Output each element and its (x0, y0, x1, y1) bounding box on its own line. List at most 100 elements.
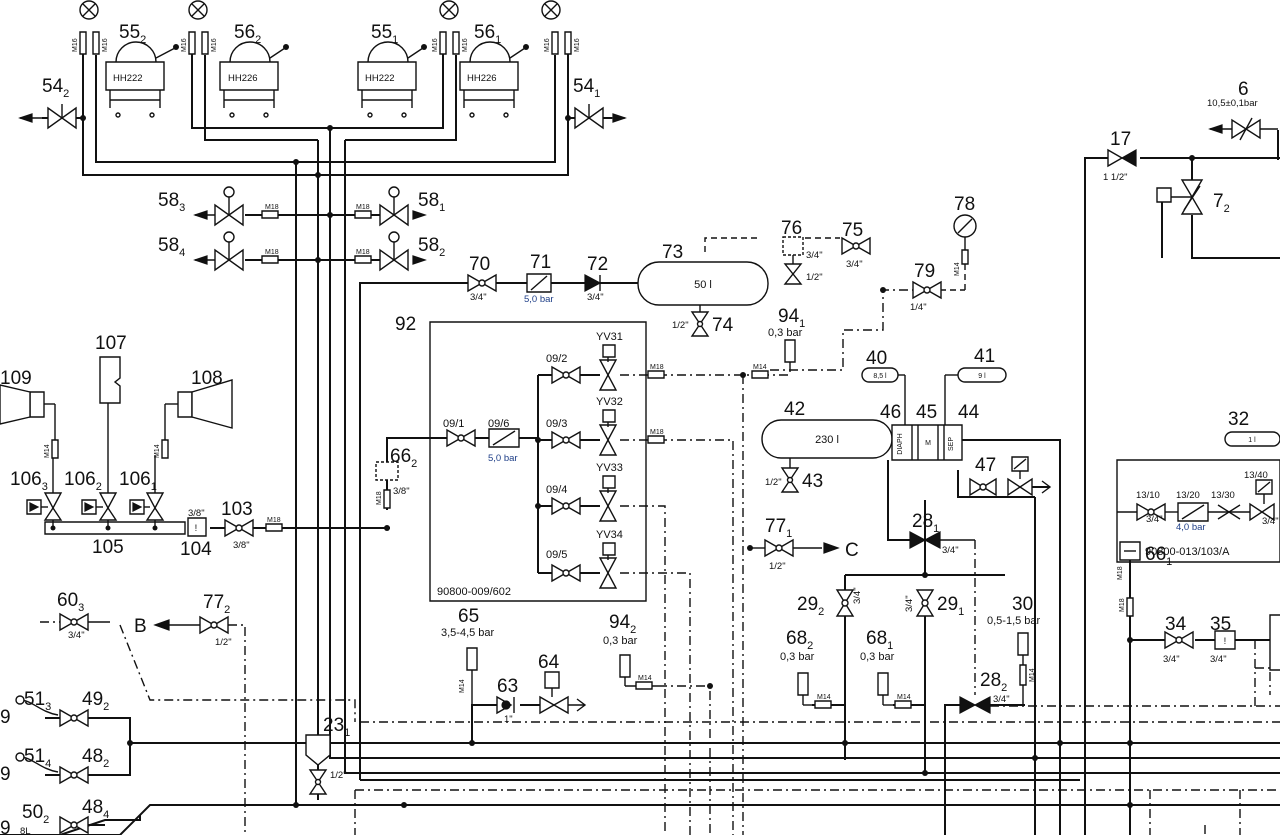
size-note: 3/4" (68, 630, 85, 641)
ball-valve-icon: ! (1165, 631, 1235, 649)
manual-valve-icon (380, 187, 425, 225)
svg-text:661: 661 (1145, 544, 1172, 568)
tag-56-1: 56 (474, 22, 495, 43)
svg-text:502: 502 (22, 802, 49, 826)
fitting-note: M18 (376, 491, 383, 505)
label-9a: 9 (0, 707, 11, 728)
dryer-unit-icon: DIAPH M SEP (892, 425, 962, 460)
label-79: 79 (914, 261, 935, 282)
label-46: 46 (880, 402, 901, 423)
svg-text:1061: 1061 (119, 469, 157, 493)
heater-unit-55-1 (358, 42, 427, 117)
label-8l: 8L (20, 826, 31, 835)
tag-58-1: 58 (418, 190, 439, 211)
tag-60-3: 60 (57, 590, 78, 611)
size-note: 3/4" (846, 259, 863, 270)
label-9c: 9 (0, 818, 11, 835)
solenoid-valve-icon (600, 345, 616, 588)
pressure-setting: 5,0 bar (488, 453, 518, 464)
size-note: 1" (504, 714, 513, 725)
non-return-valve-icon (960, 697, 990, 713)
heater-model: HH222 (113, 73, 143, 84)
label-44: 44 (958, 402, 980, 423)
tag-58-2: 58 (418, 235, 439, 256)
size-note: 3/4" (470, 292, 487, 303)
pressure-setting: 10,5±0,1bar (1207, 98, 1258, 109)
pressure-setting: 3,5-4,5 bar (441, 627, 495, 639)
svg-text:1063: 1063 (10, 469, 48, 493)
tag-48-4: 48 (82, 797, 103, 818)
svg-text:492: 492 (82, 689, 109, 713)
fitting-note: M14 (817, 694, 831, 701)
svg-text:942: 942 (609, 612, 636, 636)
svg-text:771: 771 (765, 516, 792, 540)
tank-73-volume: 50 l (694, 279, 712, 291)
size-note: 1/2" (806, 272, 823, 283)
label-17: 17 (1110, 129, 1131, 150)
vessels: DIAPH M SEP (430, 262, 1280, 601)
fitting-note: M14 (1029, 668, 1036, 682)
label-9b: 9 (0, 764, 11, 785)
fitting-note: M16 (181, 38, 188, 52)
tag-29-2: 29 (797, 594, 818, 615)
fitting-note: M18 (265, 249, 279, 256)
fitting-note: M14 (459, 679, 466, 693)
tank-42-volume: 230 l (815, 434, 839, 446)
ball-valve-icon (1117, 480, 1274, 521)
tag-68-1: 68 (866, 628, 887, 649)
pressure-setting: 0,3 bar (860, 651, 895, 663)
size-note: 1/2" (765, 477, 782, 488)
label-103: 103 (221, 499, 253, 520)
tag-58-3: 58 (158, 190, 179, 211)
fitting-note: M14 (954, 262, 961, 276)
fitting-note: M14 (44, 444, 51, 458)
valve-code: 09/4 (546, 484, 567, 496)
ball-valve-icon (155, 617, 228, 633)
label-72: 72 (587, 254, 608, 275)
fitting-note: M18 (1117, 566, 1124, 580)
pressure-setting: 5,0 bar (524, 294, 554, 305)
filter-icon: ! (188, 518, 206, 536)
label-47: 47 (975, 455, 996, 476)
label-64: 64 (538, 652, 560, 673)
tag-50-2: 50 (22, 802, 43, 823)
fitting-note: M16 (432, 38, 439, 52)
tag-23-1: 23 (323, 715, 344, 736)
tag-28-1: 28 (912, 511, 933, 532)
manual-valve-icon (195, 232, 243, 270)
label-45: 45 (916, 402, 937, 423)
fitting-note: M16 (462, 38, 469, 52)
valve-box-92 (430, 322, 646, 601)
fitting-note: M16 (72, 38, 79, 52)
tag-56-2: 56 (234, 22, 255, 43)
annotations: HH222 HH226 HH222 HH226 50 l 230 l 8,5 l… (44, 38, 1279, 781)
svg-text:1062: 1062 (64, 469, 102, 493)
solenoid-code: YV32 (596, 396, 623, 408)
valve-icon (20, 104, 76, 128)
size-note: 3/8" (188, 508, 205, 519)
heater-unit-56-2 (220, 42, 289, 117)
tag-94-1: 94 (778, 306, 800, 327)
pressure-setting: 0,3 bar (768, 327, 803, 339)
svg-text:772: 772 (203, 592, 230, 616)
pressure-gauge-icon (954, 215, 976, 264)
size-note: 1/2" (672, 320, 689, 331)
drain-valve-icon (692, 305, 708, 336)
fitting-note: M16 (211, 38, 218, 52)
svg-text:542: 542 (42, 76, 69, 100)
size-note: 3/4" (1210, 654, 1227, 665)
label-c: C (845, 540, 859, 561)
tag-106-1: 106 (119, 469, 151, 490)
tag-28-2: 28 (980, 670, 1001, 691)
valve-code: 13/20 (1176, 490, 1200, 501)
svg-text:291: 291 (937, 594, 964, 618)
heater-model: HH226 (228, 73, 258, 84)
relief-valve-icon (1157, 180, 1202, 214)
manifold-icon (45, 403, 185, 534)
size-note: 3/4" (942, 545, 959, 556)
svg-text:662: 662 (390, 446, 417, 470)
size-note: 3/8" (393, 486, 410, 497)
filter-regulator-icon (1120, 542, 1140, 616)
fitting-note: M18 (356, 204, 370, 211)
